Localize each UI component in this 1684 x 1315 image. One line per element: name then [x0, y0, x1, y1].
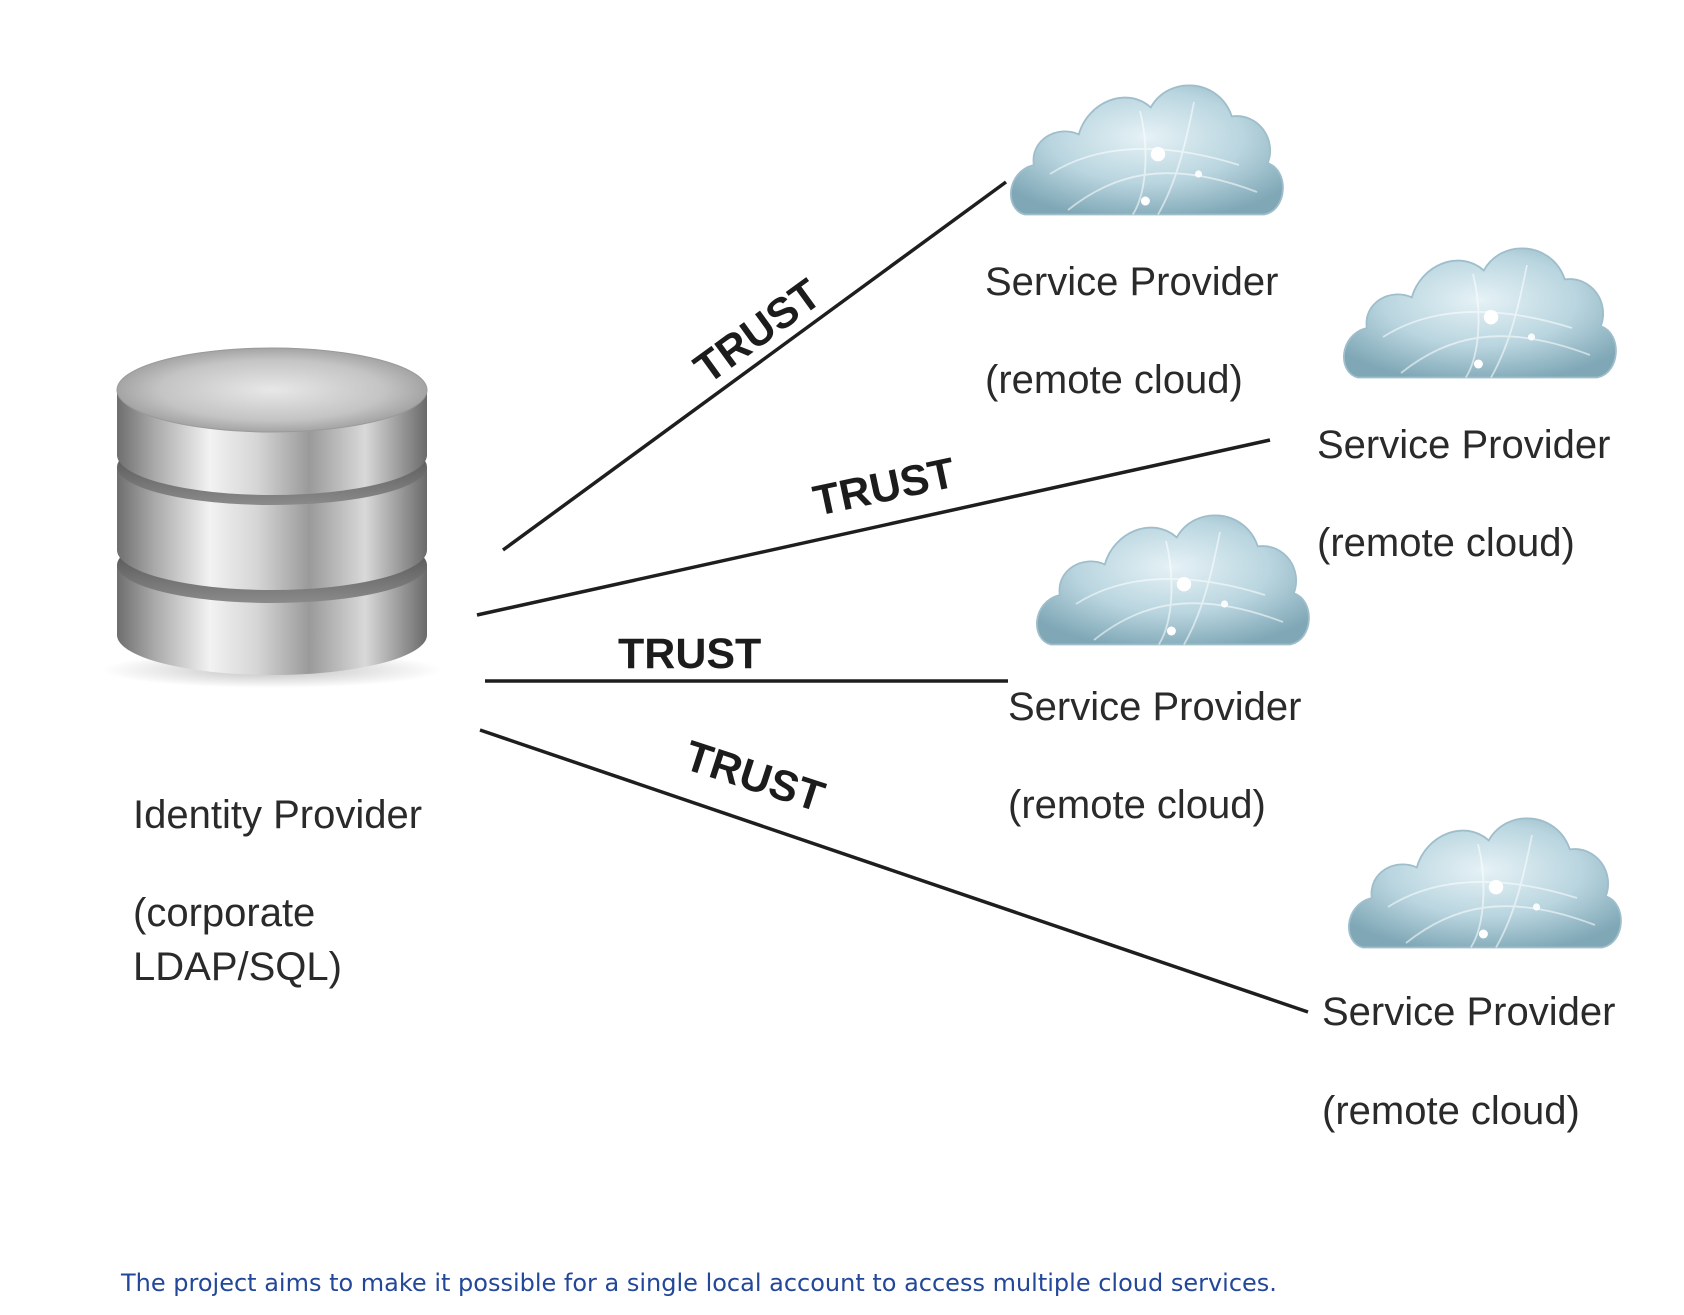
service-provider-sublabel: (remote cloud): [985, 358, 1243, 402]
identity-provider-sublabel-line2: LDAP/SQL): [133, 945, 342, 989]
trust-label-4: TRUST: [679, 732, 830, 822]
identity-provider-sublabel-line1: (corporate: [133, 891, 315, 935]
cloud-icon: [1036, 514, 1310, 646]
service-provider-label: Service Provider: [1317, 423, 1610, 467]
service-provider-sublabel: (remote cloud): [1317, 521, 1575, 565]
cloud-icon: [1343, 247, 1617, 379]
trust-line-4: [479, 728, 1309, 1014]
service-provider-label: Service Provider: [985, 260, 1278, 304]
cloud-icon: [1010, 84, 1284, 216]
figure-caption: The project aims to make it possible for…: [121, 1269, 1277, 1297]
identity-provider-label: Identity Provider: [133, 793, 422, 837]
service-provider-sublabel: (remote cloud): [1008, 783, 1266, 827]
database-icon: [102, 347, 442, 688]
service-provider-sublabel: (remote cloud): [1322, 1089, 1580, 1133]
trust-links: [476, 180, 1309, 1014]
trust-label-1: TRUST: [686, 270, 830, 393]
trust-label-3: TRUST: [618, 630, 761, 678]
service-provider-label: Service Provider: [1008, 685, 1301, 729]
trust-line-1: [501, 180, 1008, 552]
trust-line-2: [476, 438, 1271, 617]
service-provider-label: Service Provider: [1322, 990, 1615, 1034]
cloud-icon: [1348, 817, 1622, 949]
